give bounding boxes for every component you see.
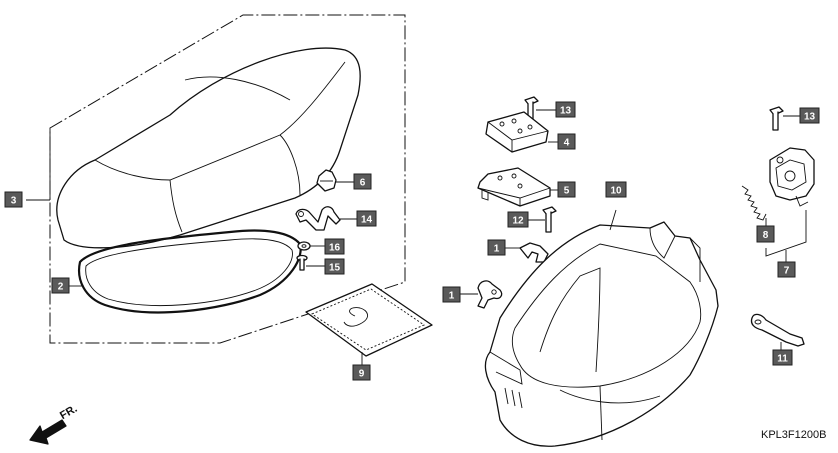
callout-16-label: 16	[329, 243, 341, 254]
washer-drawing	[297, 241, 325, 251]
luggage-box-drawing	[484, 209, 719, 447]
callout-5[interactable]: 5	[557, 181, 576, 198]
callout-10-label: 10	[610, 186, 622, 197]
nut-drawing	[316, 169, 354, 192]
document-pouch-drawing	[305, 283, 433, 366]
seat-lock-drawing	[769, 147, 815, 207]
callout-14[interactable]: 14	[356, 210, 377, 227]
bracket-4-drawing	[485, 111, 558, 153]
callout-15[interactable]: 15	[324, 258, 345, 275]
callout-3[interactable]: 3	[4, 191, 23, 208]
callout-4-label: 4	[564, 138, 570, 149]
callout-12-label: 12	[512, 216, 524, 227]
callout-13-right[interactable]: 13	[799, 107, 820, 124]
callout-7-label: 7	[784, 266, 790, 277]
callout-15-label: 15	[329, 263, 341, 274]
callout-11[interactable]: 11	[772, 349, 793, 366]
screw-15-drawing	[296, 254, 325, 271]
seat-drawing	[56, 47, 361, 249]
callout-13-top-label: 13	[560, 106, 572, 117]
spring-drawing	[741, 185, 807, 262]
seat-assembly-frame	[26, 14, 406, 344]
callout-1-upper[interactable]: 1	[487, 239, 506, 256]
callout-2-label: 2	[58, 282, 64, 293]
front-marker-text: FR.	[58, 403, 79, 422]
callout-1-lower-label: 1	[449, 291, 455, 302]
callout-4[interactable]: 4	[557, 133, 576, 150]
bolt-12-drawing	[528, 206, 557, 233]
callout-5-label: 5	[564, 186, 570, 197]
callout-8-label: 8	[763, 230, 769, 241]
callout-1-upper-label: 1	[494, 244, 500, 255]
callout-16[interactable]: 16	[324, 238, 345, 255]
diagram-code: KPL3F1200B	[761, 429, 826, 441]
callout-8[interactable]: 8	[756, 225, 775, 243]
callout-13-right-label: 13	[804, 112, 816, 123]
callout-2[interactable]: 2	[51, 277, 70, 294]
callout-1-lower[interactable]: 1	[442, 286, 461, 303]
bolt-13b-drawing	[769, 106, 800, 131]
callout-10[interactable]: 10	[605, 181, 627, 198]
callout-7[interactable]: 7	[777, 261, 796, 278]
callout-3-label: 3	[11, 196, 17, 207]
front-direction-arrow: FR.	[29, 403, 79, 445]
callout-11-label: 11	[777, 354, 788, 365]
callout-13-top[interactable]: 13	[555, 101, 576, 118]
clip-1a-drawing	[505, 242, 549, 263]
callout-6[interactable]: 6	[353, 173, 372, 190]
callout-9[interactable]: 9	[352, 364, 371, 381]
callout-12[interactable]: 12	[507, 211, 529, 228]
bracket-5-drawing	[477, 167, 558, 207]
callout-9-label: 9	[359, 369, 365, 380]
callout-6-label: 6	[360, 178, 366, 189]
callout-14-label: 14	[361, 215, 373, 226]
clip-14-drawing	[295, 206, 358, 231]
key-drawing	[750, 313, 805, 350]
clip-1b-drawing	[460, 280, 503, 309]
